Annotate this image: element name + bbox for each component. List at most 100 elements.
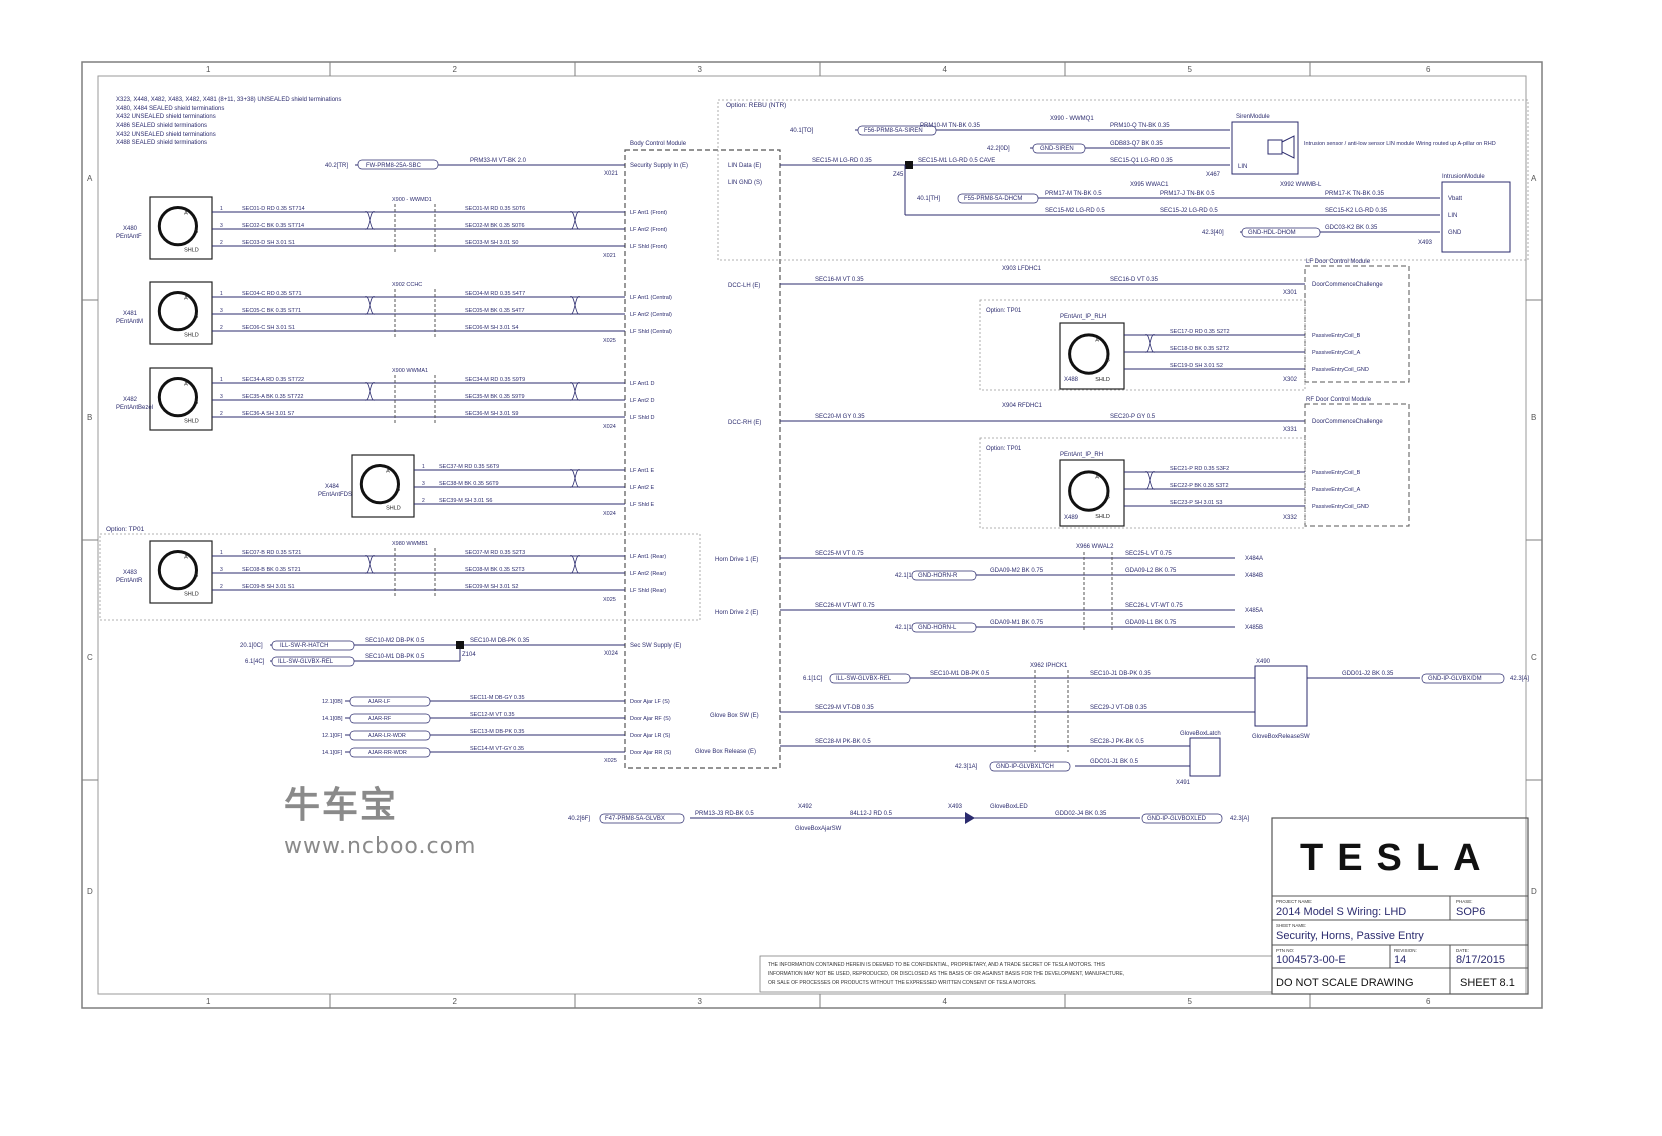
svg-text:X995 WWAC1: X995 WWAC1 xyxy=(1130,182,1169,188)
pin-number: 3 xyxy=(220,308,223,314)
antenna-coil xyxy=(157,377,198,418)
connector-id: X025 xyxy=(603,338,616,344)
svg-text:SEC10-J1 DB-PK 0.35: SEC10-J1 DB-PK 0.35 xyxy=(1090,671,1151,677)
wire-code: SEC02-M BK 0.35 S0T6 xyxy=(465,223,525,229)
pin-number: 2 xyxy=(220,240,223,246)
svg-text:X024: X024 xyxy=(604,651,619,657)
grid-col-label: 5 xyxy=(1188,997,1193,1006)
option-rebu-region: Option: REBU (NTR) xyxy=(717,99,1529,261)
svg-text:Z45: Z45 xyxy=(893,172,904,178)
wire-code: SEC07-M RD 0.35 S2T3 xyxy=(465,550,525,556)
bcm-pin-label: LF Ant2 E xyxy=(630,485,654,491)
grid-row-label: D xyxy=(87,887,93,896)
svg-text:6.1[1C]: 6.1[1C] xyxy=(803,676,823,682)
svg-text:GloveBoxLED: GloveBoxLED xyxy=(990,804,1028,810)
svg-text:Option: REBU (NTR): Option: REBU (NTR) xyxy=(726,102,786,109)
wire-code: SEC01-D RD 0.35 ST714 xyxy=(242,206,305,212)
pin-number: 1 xyxy=(220,550,223,556)
module-pin-label: PassiveEntryCoil_GND xyxy=(1312,367,1369,373)
antenna-name: PEntAntM xyxy=(116,319,143,325)
antenna-coil xyxy=(157,550,198,591)
twist-symbol xyxy=(569,296,581,315)
pin-number: 3 xyxy=(220,223,223,229)
svg-text:GND-HORN-R: GND-HORN-R xyxy=(918,573,958,579)
wire-code: SEC01-M RD 0.35 S0T6 xyxy=(465,206,525,212)
grid-row-label: A xyxy=(1531,174,1537,183)
pin-label: B xyxy=(195,573,199,579)
twist-symbol xyxy=(364,555,376,574)
grid-col-label: 2 xyxy=(453,997,458,1006)
twist-symbol xyxy=(364,296,376,315)
svg-text:Security, Horns, Passive Entry: Security, Horns, Passive Entry xyxy=(1276,930,1424,942)
svg-text:SHEET 8.1: SHEET 8.1 xyxy=(1460,977,1515,989)
svg-text:SHEET NAME:: SHEET NAME: xyxy=(1276,923,1306,928)
grid-row-label: B xyxy=(1531,413,1536,422)
bcm-pin-label: Door Ajar RF (S) xyxy=(630,716,671,722)
rf-door-module: SEC20-M GY 0.35 X904 RFDHC1 SEC20-P GY 0… xyxy=(780,397,1410,529)
sec-sw-supply: 20.1[0C] 6.1[4C] ILL-SW-R-HATCH ILL-SW-G… xyxy=(240,638,681,667)
wire-code: SEC35-A BK 0.35 ST722 xyxy=(242,394,303,400)
svg-text:IntrusionModule: IntrusionModule xyxy=(1442,174,1485,180)
antenna-box xyxy=(149,540,213,604)
svg-text:PRM17-K TN-BK 0.35: PRM17-K TN-BK 0.35 xyxy=(1325,191,1385,197)
pin-label: A xyxy=(184,295,188,301)
antenna-id: X482 xyxy=(123,397,138,403)
bcm-pin-label: LF Ant2 D xyxy=(630,398,654,404)
svg-text:RF Door Control Module: RF Door Control Module xyxy=(1306,397,1372,403)
svg-text:X467: X467 xyxy=(1206,172,1221,178)
pin-label: SHLD xyxy=(184,248,199,254)
svg-text:40.2[TR]: 40.2[TR] xyxy=(325,163,348,169)
bcm-pin-label: LF Ant1 (Rear) xyxy=(630,554,666,560)
wire-code: SEC36-A SH 3.01 S7 xyxy=(242,411,294,417)
svg-text:SEC15-K2 LG-RD 0.35: SEC15-K2 LG-RD 0.35 xyxy=(1325,208,1388,214)
bcm-right-labels: LIN Data (E) LIN GND (S) DCC-LH (E) DCC-… xyxy=(695,163,762,755)
pin-number: 1 xyxy=(220,377,223,383)
pin-label: B xyxy=(1106,357,1110,363)
twist-symbol xyxy=(364,382,376,401)
twist-symbol xyxy=(1144,471,1156,490)
svg-text:SEC10-M2 DB-PK 0.5: SEC10-M2 DB-PK 0.5 xyxy=(365,638,425,644)
svg-text:LF Door Control Module: LF Door Control Module xyxy=(1306,259,1371,265)
outer-frame xyxy=(81,61,1543,1009)
horn-circuits: X966 WWAL2 SEC25-M VT 0.75 SEC25-L VT 0.… xyxy=(780,544,1263,633)
grid-row-label: C xyxy=(1531,653,1537,662)
svg-text:SOP6: SOP6 xyxy=(1456,906,1485,918)
twist-symbol xyxy=(364,211,376,230)
svg-text:X021: X021 xyxy=(604,171,619,177)
bcm-pin-label: LF Ant1 (Central) xyxy=(630,295,672,301)
svg-text:DATE:: DATE: xyxy=(1456,948,1469,953)
pin-label: A xyxy=(184,210,188,216)
twist-symbol xyxy=(569,469,581,488)
pin-label: A xyxy=(184,381,188,387)
bcm-pin-label: Door Ajar RR (S) xyxy=(630,750,671,756)
svg-text:PRM10-Q TN-BK 0.35: PRM10-Q TN-BK 0.35 xyxy=(1110,123,1170,129)
svg-text:84L12-J RD 0.5: 84L12-J RD 0.5 xyxy=(850,811,893,817)
bcm-pin-label: LF Ant1 E xyxy=(630,468,654,474)
svg-text:DCC-RH (E): DCC-RH (E) xyxy=(728,420,761,426)
bcm-pin-label: LF Ant2 (Central) xyxy=(630,312,672,318)
svg-text:SEC28-J PK-BK 0.5: SEC28-J PK-BK 0.5 xyxy=(1090,739,1144,745)
bcm-pin-label: LF Shld (Central) xyxy=(630,329,672,335)
bcm-pin-label: Door Ajar LF (S) xyxy=(630,699,670,705)
svg-text:SEC26-L VT-WT 0.75: SEC26-L VT-WT 0.75 xyxy=(1125,603,1183,609)
wire-code: SEC02-C BK 0.35 ST714 xyxy=(242,223,304,229)
svg-text:DoorCommenceChallenge: DoorCommenceChallenge xyxy=(1312,419,1383,425)
svg-text:GND-HORN-L: GND-HORN-L xyxy=(918,625,957,631)
antenna-coil xyxy=(359,464,400,505)
svg-text:SEC20-M GY 0.35: SEC20-M GY 0.35 xyxy=(815,414,865,420)
svg-text:X485B: X485B xyxy=(1245,625,1263,631)
antenna-coil xyxy=(1068,470,1110,512)
svg-text:OR SALE OF PROCESSES OR PRODUC: OR SALE OF PROCESSES OR PRODUCTS WITHOUT… xyxy=(768,980,1036,986)
svg-text:F56-PRM8-5A-SIREN: F56-PRM8-5A-SIREN xyxy=(864,128,923,134)
svg-text:42.3[1A]: 42.3[1A] xyxy=(955,764,978,770)
svg-text:GDA09-M2 BK 0.75: GDA09-M2 BK 0.75 xyxy=(990,568,1044,574)
antenna-coil xyxy=(157,206,198,247)
bcm-pin-label: LF Ant1 D xyxy=(630,381,654,387)
svg-text:GDC01-J1 BK 0.5: GDC01-J1 BK 0.5 xyxy=(1090,759,1139,765)
pin-number: 1 xyxy=(220,206,223,212)
svg-text:X302: X302 xyxy=(1283,377,1298,383)
antenna-box xyxy=(149,281,213,345)
